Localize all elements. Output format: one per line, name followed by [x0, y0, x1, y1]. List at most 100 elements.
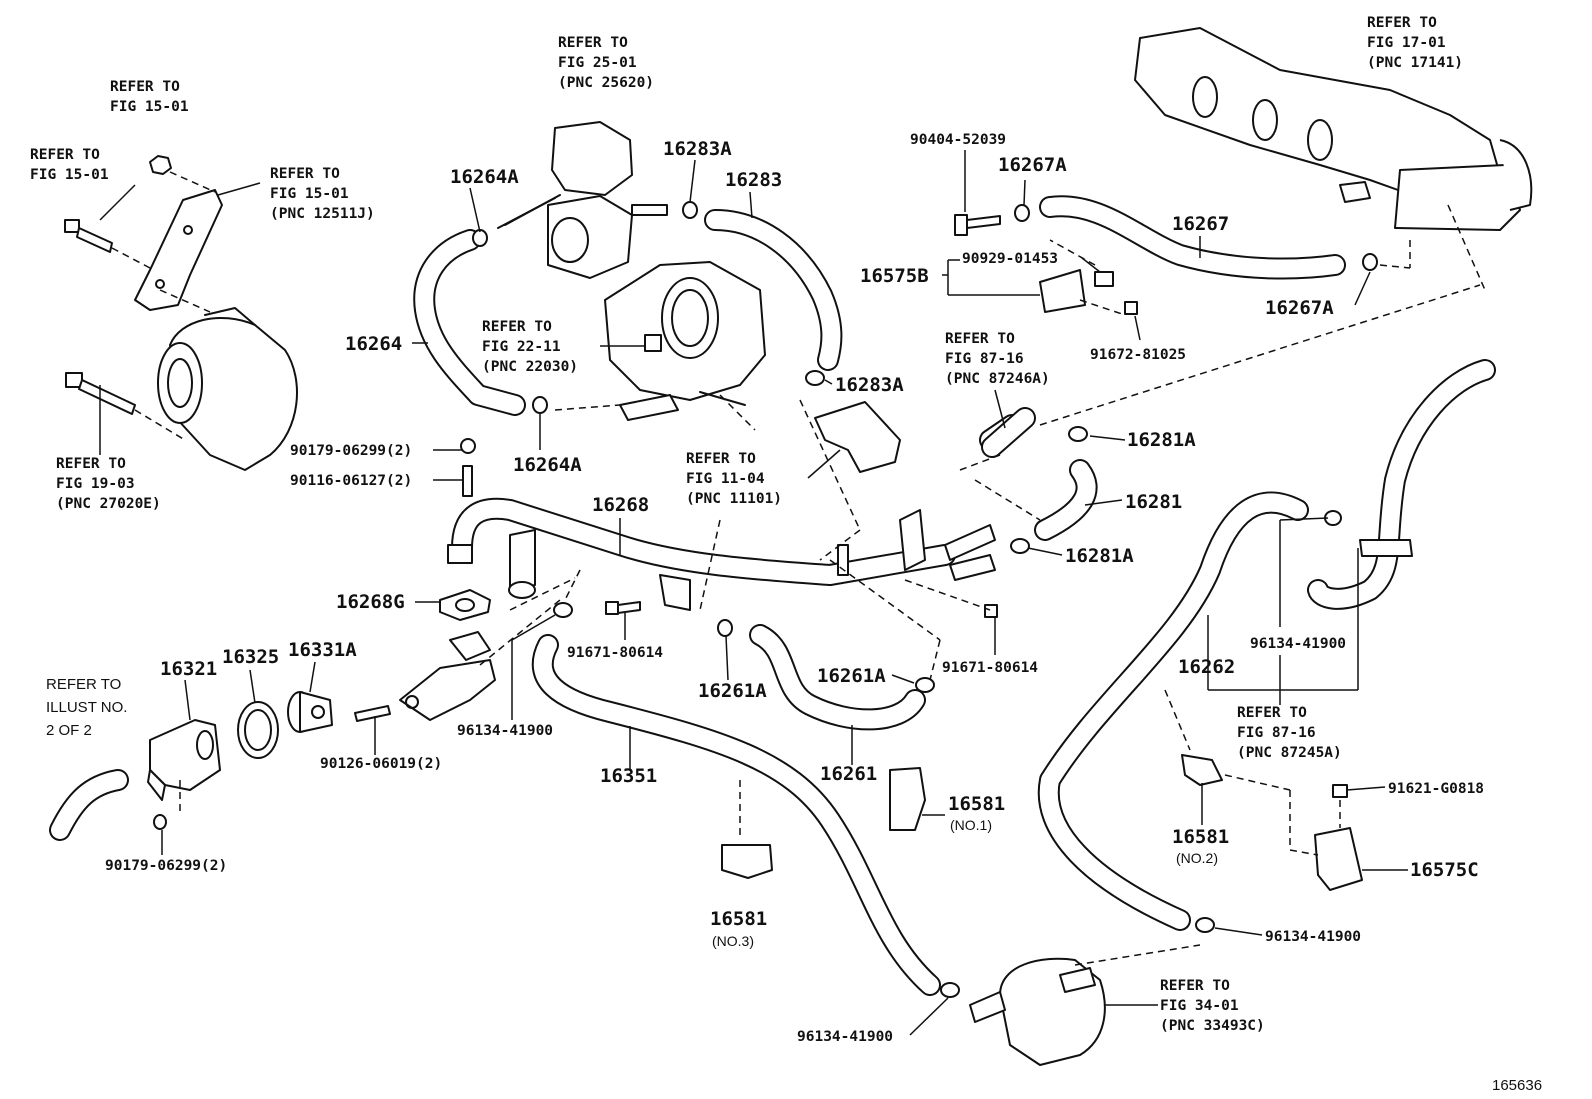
part-90179-06299-upper: 90179-06299(2): [290, 443, 412, 459]
svg-text:(PNC 17141): (PNC 17141): [1367, 55, 1463, 71]
svg-text:FIG 17-01: FIG 17-01: [1367, 35, 1446, 51]
part-90116-06127: 90116-06127(2): [290, 473, 412, 489]
svg-text:2 OF 2: 2 OF 2: [46, 722, 92, 739]
part-96134-41900-right: 96134-41900: [1250, 636, 1346, 652]
svg-text:(PNC 12511J): (PNC 12511J): [270, 206, 375, 222]
leader-lines: [99, 150, 1408, 1036]
part-96134-41900-lower-right: 96134-41900: [1265, 929, 1361, 945]
callout-refer-fig-15-01-left: REFER TO FIG 15-01: [30, 147, 109, 183]
water-bypass-pipe: [447, 497, 996, 611]
gasket-16325: [237, 701, 279, 759]
water-outlet-tube: [814, 401, 901, 473]
hose-16267: [1039, 195, 1346, 280]
part-16581-no1-sub: (NO.1): [950, 817, 992, 833]
part-16261: 16261: [820, 763, 877, 785]
bracket-16575B: [1039, 269, 1114, 313]
stud-bolt: [354, 705, 391, 722]
svg-text:REFER TO: REFER TO: [686, 451, 756, 467]
svg-text:(PNC 27020E): (PNC 27020E): [56, 496, 161, 512]
thermostat-housing: [399, 631, 496, 721]
part-16575C: 16575C: [1410, 859, 1479, 881]
callout-refer-illust: REFER TO ILLUST NO. 2 OF 2: [46, 676, 127, 739]
svg-text:(PNC 11101): (PNC 11101): [686, 491, 782, 507]
clamp-16581-no2: [1181, 754, 1223, 786]
svg-text:(PNC 87246A): (PNC 87246A): [945, 371, 1050, 387]
part-91671-80614-left: 91671-80614: [567, 645, 663, 661]
svg-text:REFER TO: REFER TO: [945, 331, 1015, 347]
throttle-body: [604, 261, 766, 421]
part-16267: 16267: [1172, 213, 1229, 235]
callout-refer-fig-15-01-upper: REFER TO FIG 15-01: [110, 79, 189, 115]
part-16281A-top: 16281A: [1127, 429, 1196, 451]
svg-text:FIG 34-01: FIG 34-01: [1160, 998, 1239, 1014]
svg-text:FIG 22-11: FIG 22-11: [482, 339, 561, 355]
alternator-bracket: [64, 155, 223, 311]
part-96134-41900-left: 96134-41900: [457, 723, 553, 739]
svg-text:REFER TO: REFER TO: [1160, 978, 1230, 994]
part-90404-52039: 90404-52039: [910, 132, 1006, 148]
svg-text:REFER TO: REFER TO: [1367, 15, 1437, 31]
svg-text:FIG 87-16: FIG 87-16: [1237, 725, 1316, 741]
svg-text:REFER TO: REFER TO: [558, 35, 628, 51]
hose-16262: [1037, 359, 1496, 931]
part-16262: 16262: [1178, 656, 1235, 678]
callout-refer-fig-87-16-upper: REFER TO FIG 87-16 (PNC 87246A): [945, 331, 1050, 387]
svg-text:FIG 15-01: FIG 15-01: [30, 167, 109, 183]
callout-refer-fig-34-01: REFER TO FIG 34-01 (PNC 33493C): [1160, 978, 1265, 1034]
part-16281A-bottom: 16281A: [1065, 545, 1134, 567]
part-90929-01453: 90929-01453: [962, 251, 1058, 267]
hose-left-radiator: [49, 769, 129, 841]
gasket-16268G: [439, 589, 491, 621]
part-16575B: 16575B: [860, 265, 929, 287]
callout-refer-fig-25-01: REFER TO FIG 25-01 (PNC 25620): [558, 35, 654, 91]
svg-text:REFER TO: REFER TO: [1237, 705, 1307, 721]
svg-text:FIG 11-04: FIG 11-04: [686, 471, 765, 487]
svg-text:(PNC 87245A): (PNC 87245A): [1237, 745, 1342, 761]
part-16283A-mid: 16283A: [835, 374, 904, 396]
part-16264A-bottom: 16264A: [513, 454, 582, 476]
assembly-lines: [179, 204, 1486, 966]
part-16321: 16321: [160, 658, 217, 680]
callout-refer-fig-87-16-lower: REFER TO FIG 87-16 (PNC 87245A): [1237, 705, 1342, 761]
bracket-16575C: [1314, 827, 1363, 891]
part-16261A-left: 16261A: [698, 680, 767, 702]
part-16283: 16283: [725, 169, 782, 191]
part-91621-G0818: 91621-G0818: [1388, 781, 1484, 797]
svg-text:(PNC 25620): (PNC 25620): [558, 75, 654, 91]
alternator: [65, 289, 298, 471]
clamp-16581-no3: [721, 844, 773, 879]
part-16325: 16325: [222, 646, 279, 668]
part-16283A-top: 16283A: [663, 138, 732, 160]
svg-text:REFER TO: REFER TO: [482, 319, 552, 335]
part-16581-no3: 16581: [710, 908, 767, 930]
part-16268G: 16268G: [336, 591, 405, 613]
part-16267A-right: 16267A: [1265, 297, 1334, 319]
callout-refer-fig-15-01-pnc: REFER TO FIG 15-01 (PNC 12511J): [270, 166, 375, 222]
part-16264: 16264: [345, 333, 402, 355]
part-16331A: 16331A: [288, 639, 357, 661]
part-16351: 16351: [600, 765, 657, 787]
svg-text:(PNC 33493C): (PNC 33493C): [1160, 1018, 1265, 1034]
svg-text:REFER TO: REFER TO: [46, 676, 121, 693]
hose-16261: [749, 624, 926, 731]
hose-16264: [413, 229, 526, 416]
svg-text:FIG 19-03: FIG 19-03: [56, 476, 135, 492]
exhaust-manifold: [1134, 27, 1533, 231]
callout-refer-fig-22-11: REFER TO FIG 22-11 (PNC 22030): [482, 319, 578, 375]
svg-text:REFER TO: REFER TO: [56, 456, 126, 472]
part-90126-06019: 90126-06019(2): [320, 756, 442, 772]
callout-refer-fig-19-03: REFER TO FIG 19-03 (PNC 27020E): [56, 456, 161, 512]
clamp-16581-no1: [889, 767, 926, 831]
part-16264A-top: 16264A: [450, 166, 519, 188]
part-91672-81025: 91672-81025: [1090, 347, 1186, 363]
callout-refer-fig-11-04: REFER TO FIG 11-04 (PNC 11101): [686, 451, 782, 507]
hose-16351: [531, 634, 941, 996]
water-inlet: [147, 719, 221, 801]
part-16581-no3-sub: (NO.3): [712, 933, 754, 949]
part-16581-no2-sub: (NO.2): [1176, 850, 1218, 866]
hose-clamps: [153, 201, 1378, 998]
part-96134-41900-bottom: 96134-41900: [797, 1029, 893, 1045]
oil-cooler: [969, 957, 1106, 1066]
svg-text:REFER TO: REFER TO: [270, 166, 340, 182]
